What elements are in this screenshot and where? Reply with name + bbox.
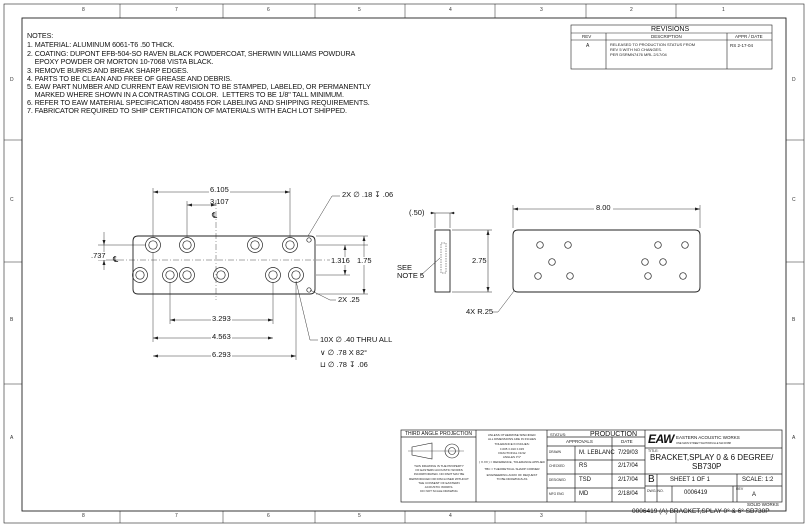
note-line: 3. REMOVE BURRS AND BREAK SHARP EDGES.	[27, 66, 189, 75]
zone-col-7: 7	[175, 7, 178, 13]
rev-header: REV	[582, 34, 592, 39]
dim-50: (.50)	[409, 208, 425, 217]
zone-col-6: 6	[267, 7, 270, 13]
dwg-no-value: 0006419	[684, 490, 708, 496]
approval-date: 2/17/04	[618, 477, 639, 483]
drawing-scale: SCALE: 1:2	[742, 477, 774, 483]
hole-callout-10x: 10X ∅ .40 THRU ALL	[320, 335, 393, 344]
notes-heading: NOTES:	[27, 31, 54, 40]
zone-col-4-bottom: 4	[449, 513, 452, 519]
note-line: 2. COATING: DUPONT EFB-504-SO RAVEN BLAC…	[27, 49, 356, 58]
zone-col-8-bottom: 8	[82, 513, 85, 519]
note-line: 6. REFER TO EAW MATERIAL SPECIFICATION 4…	[27, 98, 370, 107]
approval-date: 2/17/04	[618, 463, 639, 469]
zone-col-5: 5	[358, 7, 361, 13]
dim-737: .737	[91, 251, 106, 260]
status-value: PRODUCTION	[590, 431, 638, 438]
zone-col-4: 4	[449, 7, 452, 13]
note-line: 4. PARTS TO BE CLEAN AND FREE OF GREASE …	[27, 74, 232, 83]
approval-name: MD	[579, 491, 589, 497]
see-note-number: NOTE 5	[397, 271, 425, 280]
drawing-title-line2: SB730P	[692, 462, 722, 471]
dim-50-value: .50	[411, 208, 422, 217]
dwg-no-label: DWG. NO.	[647, 489, 664, 493]
zone-col-3-bottom: 3	[540, 513, 543, 519]
approval-date: 7/29/03	[618, 450, 639, 456]
centerline-mark-top: ℄	[212, 211, 218, 220]
rev-value: A	[752, 492, 757, 498]
dim-1316: 1.316	[331, 256, 350, 265]
proprietary-notice: THIS DRAWING IS THE PROPERTY OF EASTERN …	[409, 464, 469, 494]
approval-date: 2/18/04	[618, 491, 639, 497]
dim-275: 2.75	[472, 256, 487, 265]
description-cell: PER DSRMN7476 MRL 2/17/04	[610, 52, 667, 57]
centerline-mark-left: ℄	[113, 255, 119, 264]
approval-role: DRAWN	[549, 450, 561, 454]
dim-800: 8.00	[594, 203, 613, 212]
zone-row-c-right: C	[792, 197, 796, 203]
radius-callout-2x: 2X .25	[338, 295, 360, 304]
zone-row-d: D	[10, 77, 14, 83]
zone-row-b: B	[10, 317, 14, 323]
zone-row-a: A	[10, 435, 14, 441]
eaw-logo: EAW	[648, 432, 674, 446]
description-cell: REV 5 WITH NO CHANGES.	[610, 47, 663, 52]
appr-date-header: APPR / DATE	[735, 34, 763, 39]
rev-cell: A	[586, 43, 590, 49]
hole-callout-2x: 2X ∅ .18 ↧ .06	[342, 190, 394, 199]
zone-col-2: 2	[630, 7, 633, 13]
note-line: MARKED WHERE SHOWN IN A CONTRASTING COLO…	[27, 90, 344, 99]
rev-label: REV	[736, 487, 744, 491]
zone-col-6-bottom: 6	[267, 513, 270, 519]
software-label: SOLID WORKS	[747, 502, 779, 507]
zone-row-b-right: B	[792, 317, 796, 323]
dim-6105: 6.105	[209, 185, 230, 194]
counterbore-callout: ⊔ ∅ .78 ↧ .06	[320, 360, 368, 369]
drawing-title-line1: BRACKET,SPLAY 0 & 6 DEGREE/	[650, 453, 774, 462]
approval-name: RS	[579, 463, 588, 469]
company-address: ONE MAIN STREET WHITINSVILLE MA 01588	[676, 442, 731, 445]
title-label: TITLE:	[648, 449, 659, 453]
dim-175: 1.75	[357, 256, 372, 265]
zone-row-a-right: A	[792, 435, 796, 441]
dim-4563: 4.563	[211, 332, 232, 341]
status-label: STATUS:	[550, 432, 567, 437]
revisions-title: REVISIONS	[651, 26, 690, 33]
dim-3293: 3.293	[211, 314, 232, 323]
see-note-label: SEE	[397, 263, 413, 272]
sheet-size: B	[648, 474, 655, 485]
zone-col-5-bottom: 5	[358, 513, 361, 519]
approval-name: M. LEBLANC	[579, 450, 615, 456]
countersink-callout: ∨ ∅ .78 X 82°	[320, 348, 368, 357]
zone-col-7-bottom: 7	[175, 513, 178, 519]
description-header: DESCRIPTION	[651, 34, 682, 39]
approvals-header: APPROVALS	[566, 439, 593, 444]
projection-label: THIRD ANGLE PROJECTION	[405, 431, 472, 437]
date-header: DATE	[621, 439, 633, 444]
zone-col-3: 3	[540, 7, 543, 13]
approval-role: MFG ENG	[549, 492, 564, 496]
approval-role: DESIGNED	[549, 478, 566, 482]
zone-row-c: C	[10, 197, 14, 203]
company-name: EASTERN ACOUSTIC WORKS	[676, 435, 740, 440]
dim-3107: 3.107	[210, 197, 229, 206]
zone-row-d-right: D	[792, 77, 796, 83]
sheet-number: SHEET 1 OF 1	[670, 477, 710, 483]
approval-role: CHECKED	[549, 464, 565, 468]
approval-name: TSD	[579, 477, 591, 483]
tolerance-notes: UNLESS OTHERWISE SPECIFIED: ALL DIMENSIO…	[479, 433, 545, 481]
note-line: 1. MATERIAL: ALUMINUM 6061-T6 .50 THICK.	[27, 40, 175, 49]
radius-callout-4x: 4X R.25	[466, 307, 494, 316]
note-line: EPOXY POWDER OR MORTON 10-7068 VISTA BLA…	[27, 57, 214, 66]
note-line: 5. EAW PART NUMBER AND CURRENT EAW REVIS…	[27, 82, 371, 91]
appr-cell: RS 2-17-04	[730, 43, 754, 48]
zone-col-8: 8	[82, 7, 85, 13]
zone-col-1: 1	[722, 7, 725, 13]
dim-6293: 6.293	[211, 350, 232, 359]
description-cell: RELEASED TO PRODUCTION STATUS FROM	[610, 42, 696, 47]
note-line: 7. FABRICATOR REQUIRED TO SHIP CERTIFICA…	[27, 106, 347, 115]
drawing-footer: 0006419 (A) BRACKET,SPLAY 0° & 6° SB730P	[632, 508, 770, 515]
